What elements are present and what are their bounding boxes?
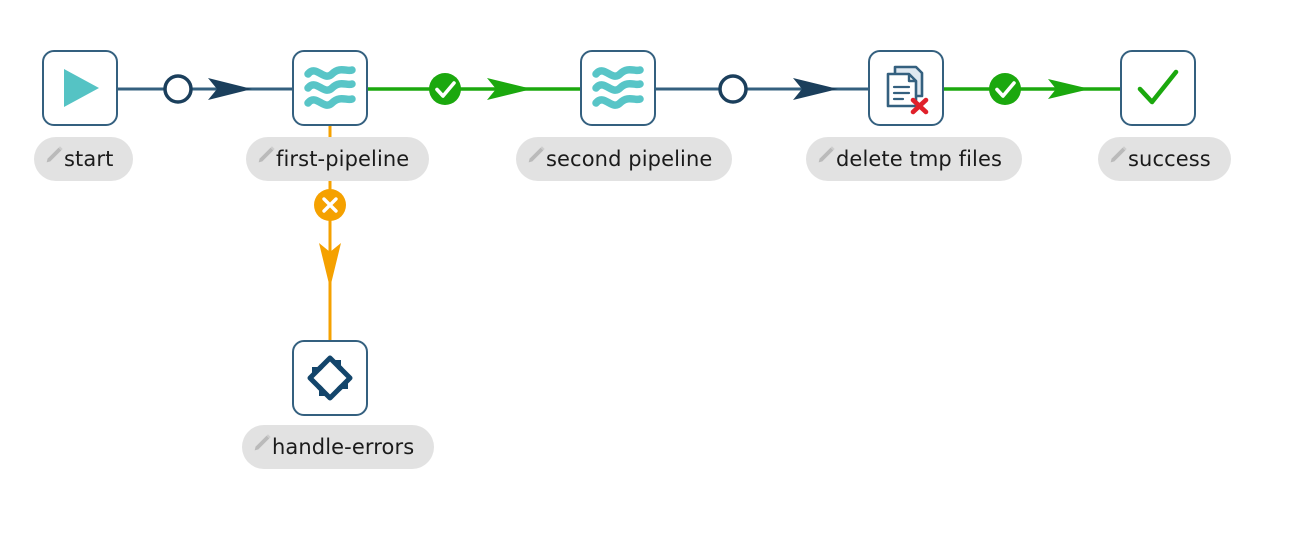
node-label-text: delete tmp files — [836, 146, 1003, 171]
node-label-delete-tmp-files[interactable]: delete tmp files — [806, 137, 1023, 181]
arrowhead-icon — [208, 78, 252, 100]
open-circle-icon — [163, 74, 193, 104]
node-delete-tmp-files[interactable] — [868, 50, 944, 126]
edge-delete-tmp-files-to-success[interactable] — [944, 73, 1120, 105]
edge-first-pipeline-to-second-pipeline[interactable] — [368, 73, 580, 105]
delete-documents-icon — [886, 65, 929, 115]
node-label-text: start — [64, 146, 114, 171]
node-success[interactable] — [1120, 50, 1196, 126]
check-icon — [435, 81, 456, 98]
node-label-text: handle-errors — [272, 434, 415, 459]
checkmark-icon — [1137, 69, 1179, 105]
open-circle-icon — [718, 74, 748, 104]
pipeline-waves-icon — [304, 65, 356, 109]
close-x-icon — [322, 197, 338, 213]
node-handle-errors[interactable] — [292, 340, 368, 416]
arrowhead-icon — [487, 78, 532, 100]
arrowhead-icon — [793, 78, 838, 100]
check-circle-badge-icon — [429, 73, 461, 105]
pencil-edit-icon — [254, 434, 271, 451]
node-label-second-pipeline[interactable]: second pipeline — [516, 137, 733, 181]
node-label-text: success — [1128, 146, 1211, 171]
retry-arrows-icon — [307, 355, 353, 401]
pencil-edit-icon — [528, 146, 545, 163]
node-label-start[interactable]: start — [34, 137, 134, 181]
node-first-pipeline[interactable] — [292, 50, 368, 126]
node-label-success[interactable]: success — [1098, 137, 1231, 181]
x-circle-badge-icon — [314, 189, 346, 221]
node-start[interactable] — [42, 50, 118, 126]
pencil-edit-icon — [258, 146, 275, 163]
node-label-first-pipeline[interactable]: first-pipeline — [246, 137, 430, 181]
node-label-text: second pipeline — [546, 146, 713, 171]
node-label-text: first-pipeline — [276, 146, 410, 171]
edge-second-pipeline-to-delete-tmp-files[interactable] — [656, 74, 868, 104]
arrowhead-icon — [319, 243, 341, 288]
arrowhead-icon — [1048, 79, 1090, 99]
node-second-pipeline[interactable] — [580, 50, 656, 126]
node-label-handle-errors[interactable]: handle-errors — [242, 425, 435, 469]
check-circle-badge-icon — [989, 73, 1021, 105]
pencil-edit-icon — [818, 146, 835, 163]
pipeline-waves-icon — [592, 65, 644, 109]
check-icon — [995, 81, 1016, 98]
edge-start-to-first-pipeline[interactable] — [118, 74, 292, 104]
play-icon — [64, 69, 99, 107]
pencil-edit-icon — [46, 146, 63, 163]
pencil-edit-icon — [1110, 146, 1127, 163]
